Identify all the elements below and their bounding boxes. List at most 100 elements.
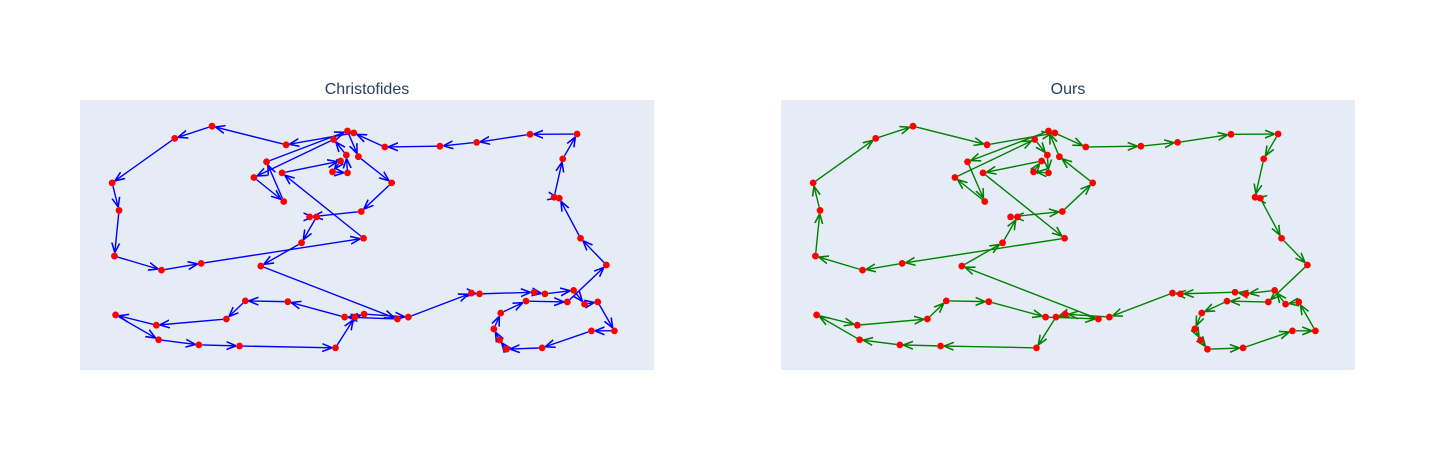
city-point <box>856 336 864 344</box>
city-point <box>360 310 368 318</box>
tour-edges <box>814 127 1315 349</box>
tour-edge <box>863 340 897 344</box>
city-point <box>853 321 861 329</box>
tour-edge <box>164 264 198 271</box>
tour-edge <box>336 320 353 346</box>
city-point <box>284 298 292 306</box>
tour-edge <box>503 303 523 313</box>
tour-edge <box>1062 159 1091 182</box>
city-point <box>1227 130 1235 138</box>
city-point <box>951 174 959 181</box>
tour-edge <box>1205 301 1225 312</box>
tour-edge <box>495 316 499 326</box>
tour-edge <box>944 346 1034 348</box>
city-point <box>1278 234 1285 242</box>
tour-edge <box>1059 315 1062 316</box>
tour-edge <box>1196 316 1200 326</box>
tour-edge <box>480 134 527 142</box>
tour-edge <box>929 303 944 318</box>
city-point <box>872 134 880 142</box>
tour-edge <box>204 239 360 264</box>
tour-edge <box>816 214 820 253</box>
tour-edge <box>1283 240 1305 263</box>
city-point <box>602 261 610 269</box>
tour-edge <box>303 219 316 240</box>
tour-edge <box>1210 348 1240 349</box>
tour-edge <box>1013 212 1059 217</box>
city-point <box>351 313 359 321</box>
city-point <box>1030 168 1037 176</box>
tour-edge <box>991 301 1042 317</box>
city-point <box>588 327 595 335</box>
tour-edge <box>1289 303 1295 304</box>
city-point <box>404 313 412 321</box>
city-point <box>541 290 549 298</box>
tour-edge <box>119 316 154 326</box>
city-point <box>1007 213 1014 221</box>
city-point <box>381 143 389 151</box>
city-point <box>1169 289 1176 297</box>
city-point <box>816 207 824 214</box>
tour-edge <box>860 319 924 326</box>
tour-edge <box>1089 146 1137 147</box>
city-point <box>809 179 817 187</box>
tour-edge <box>249 301 285 302</box>
city-point <box>1043 151 1051 159</box>
plot-area <box>80 100 654 370</box>
city-point <box>1061 234 1068 242</box>
city-point <box>332 344 339 352</box>
city-point <box>538 344 546 352</box>
city-point <box>1191 325 1199 333</box>
city-point <box>1045 169 1052 177</box>
tour-edge <box>958 180 983 200</box>
tour-edge <box>1256 162 1264 194</box>
city-point <box>171 134 179 142</box>
tour-edge <box>160 318 224 325</box>
tour-edge <box>360 158 389 181</box>
tour-edge <box>957 141 1032 177</box>
city-point <box>1289 327 1296 335</box>
tour-edge <box>965 267 1096 319</box>
city-point <box>350 129 358 137</box>
tour-edge <box>364 184 390 209</box>
tour-edge <box>1261 200 1280 235</box>
tour-edge <box>115 139 173 181</box>
tour-edge <box>263 266 394 317</box>
tour-edge <box>964 245 1000 265</box>
city-point <box>1198 309 1206 317</box>
tour-edge <box>1064 185 1090 210</box>
tour-edge <box>336 142 344 153</box>
subplot-ours: Ours <box>781 81 1355 370</box>
city-point <box>250 174 258 181</box>
city-point <box>394 315 401 323</box>
tour-nodes <box>809 122 1319 353</box>
tour-edge <box>291 303 342 317</box>
tour-edge <box>1057 133 1083 145</box>
tour-edge <box>985 174 1062 236</box>
tour-edge <box>510 348 539 349</box>
city-point <box>550 193 558 201</box>
tour-edge <box>161 340 195 344</box>
city-point <box>313 213 320 221</box>
tour-edge <box>1238 293 1242 294</box>
city-point <box>522 297 530 305</box>
city-point <box>330 136 338 143</box>
tour-edge <box>388 146 437 147</box>
tour-edge <box>949 301 986 302</box>
city-point <box>1095 315 1102 323</box>
city-point <box>1082 143 1090 151</box>
tour-edge <box>1246 332 1289 348</box>
tour-edge <box>1144 143 1174 146</box>
tour-edge <box>968 164 984 198</box>
city-point <box>257 262 265 270</box>
tour-edge <box>256 179 282 200</box>
city-point <box>158 266 165 274</box>
tour-edge <box>1037 172 1045 173</box>
city-point <box>923 315 931 323</box>
city-point <box>241 297 249 305</box>
tour-edge <box>268 165 284 199</box>
city-point <box>1197 336 1204 344</box>
tour-edge <box>588 303 594 304</box>
city-point <box>337 157 344 165</box>
